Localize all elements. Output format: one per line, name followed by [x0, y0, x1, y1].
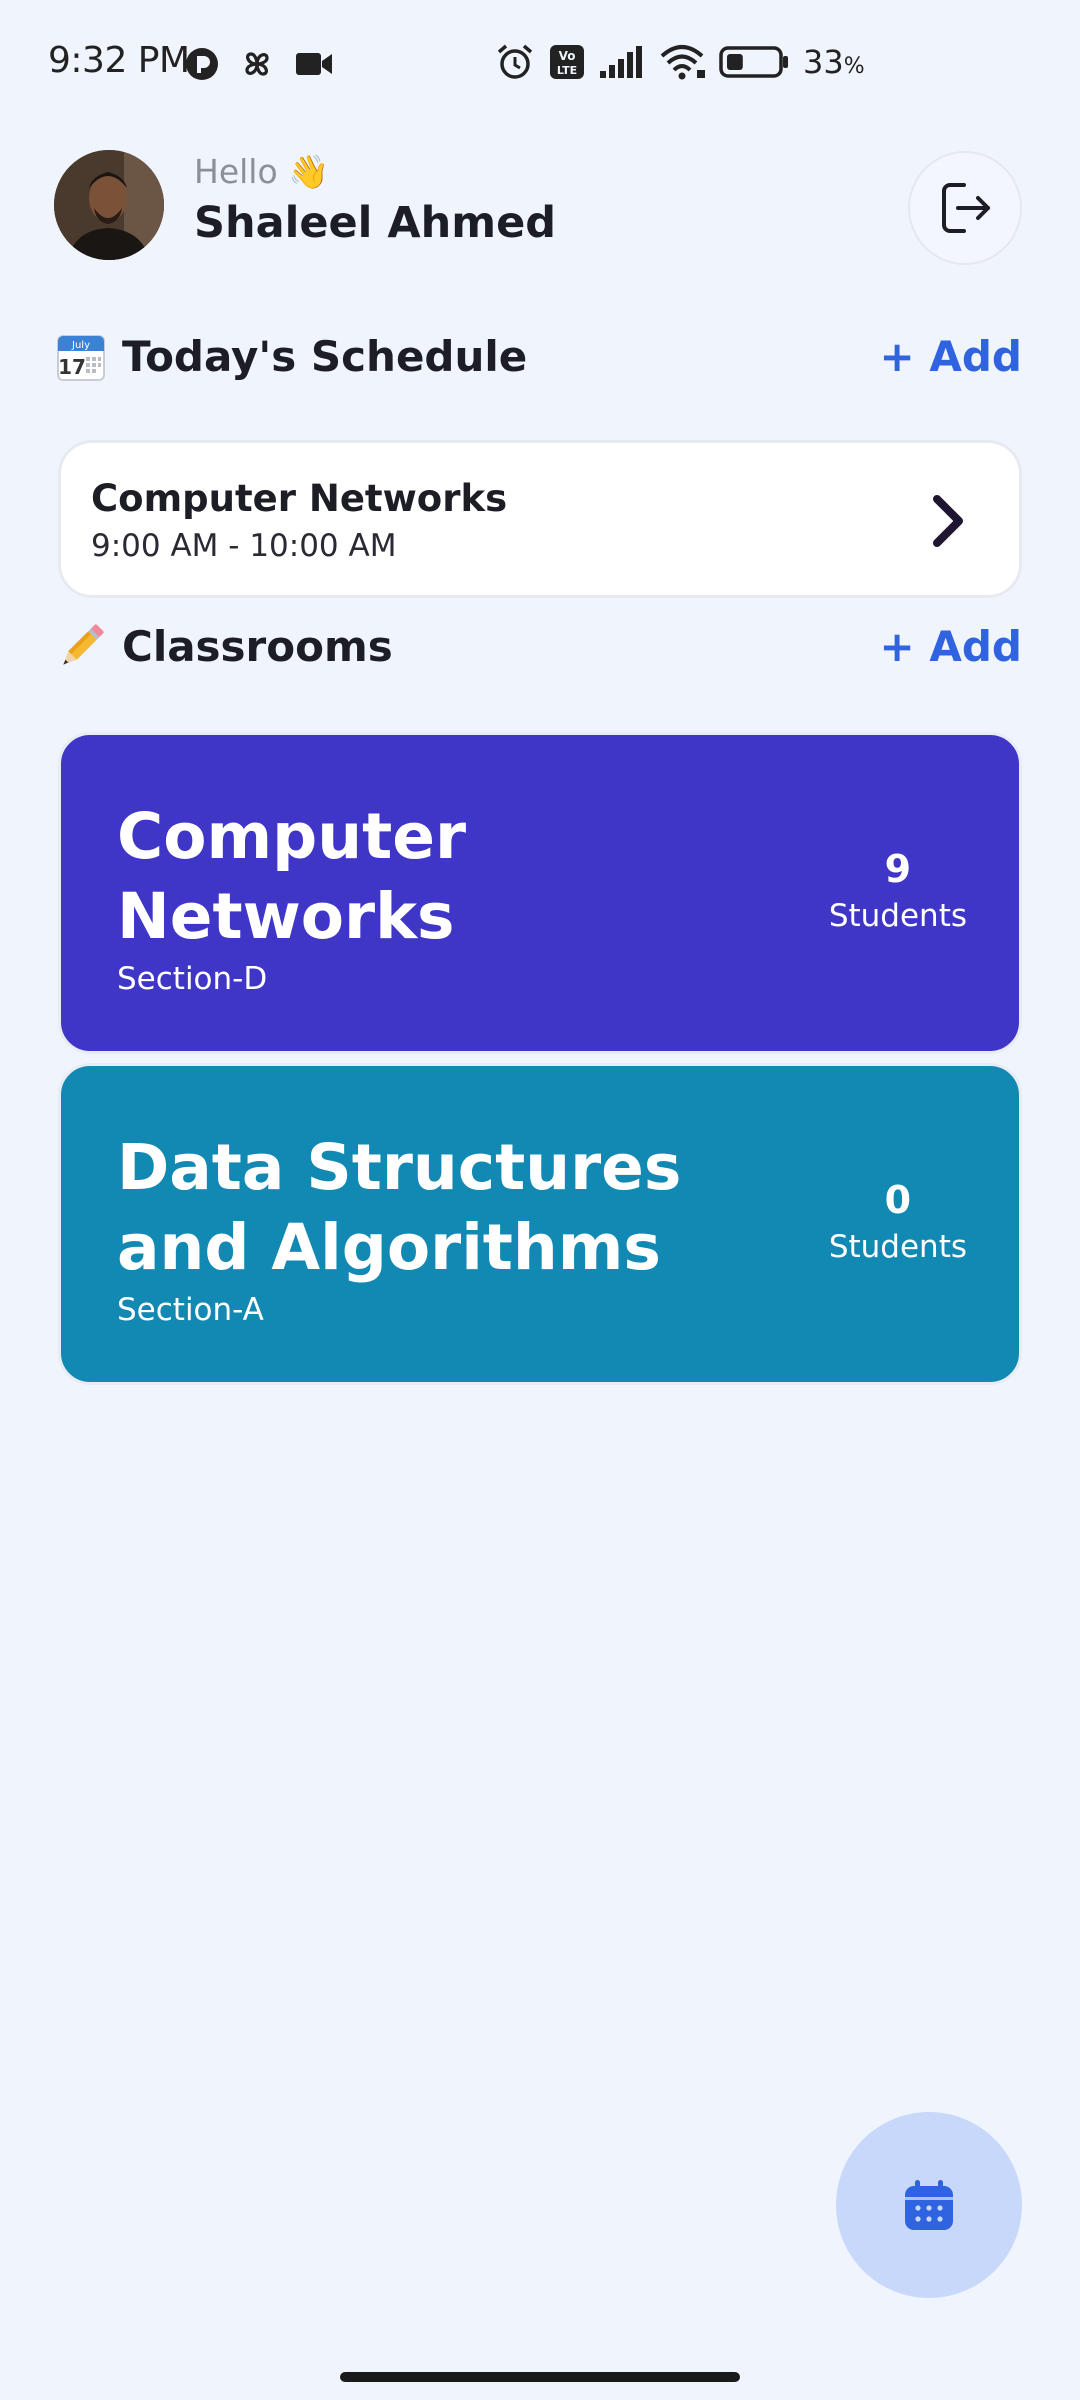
pencil-emoji-icon	[63, 624, 104, 665]
classroom-section: Section-D	[117, 961, 268, 997]
gesture-nav-handle[interactable]	[340, 2372, 740, 2382]
volte-icon: Vo LTE	[550, 45, 584, 79]
svg-text:LTE: LTE	[557, 64, 577, 77]
add-schedule-button[interactable]: + Add	[879, 332, 1022, 381]
status-time: 9:32 PM	[48, 40, 190, 81]
classroom-name: Data Structures and Algorithms	[117, 1131, 682, 1284]
add-classroom-button[interactable]: + Add	[879, 622, 1022, 671]
classrooms-section-header: Classrooms + Add	[56, 612, 1022, 682]
pinwheel-icon	[245, 52, 269, 76]
classroom-student-stats: 0 Students	[829, 1176, 967, 1270]
logout-icon	[942, 183, 990, 233]
svg-text:17: 17	[58, 355, 86, 379]
calendar-emoji-icon: July 17	[57, 335, 105, 381]
schedule-item[interactable]: Computer Networks 9:00 AM - 10:00 AM	[58, 440, 1022, 598]
chevron-right-icon	[933, 495, 963, 547]
classroom-card[interactable]: Computer Networks Section-D 9 Students	[58, 732, 1022, 1054]
svg-text:July: July	[71, 340, 90, 351]
signal-icon	[600, 46, 642, 78]
alarm-icon	[497, 44, 533, 79]
battery-percent: 33%	[803, 43, 865, 81]
classroom-student-stats: 9 Students	[829, 845, 967, 939]
schedule-section-header: July 17 Today's Schedule + Add	[56, 322, 1022, 392]
schedule-item-title: Computer Networks	[91, 477, 508, 520]
avatar-photo	[54, 150, 164, 260]
avatar[interactable]	[54, 150, 164, 260]
calendar-icon	[905, 2180, 953, 2230]
classroom-students-label: Students	[828, 1229, 967, 1265]
schedule-section-title: Today's Schedule	[122, 332, 528, 381]
battery-percent-unit: %	[843, 54, 865, 79]
classroom-student-count: 9	[884, 847, 912, 891]
calendar-fab-button[interactable]	[836, 2112, 1022, 2298]
app-badge-icon	[186, 48, 218, 80]
user-name: Shaleel Ahmed	[194, 198, 557, 248]
battery-icon	[719, 46, 788, 78]
classroom-card[interactable]: Data Structures and Algorithms Section-A…	[58, 1063, 1022, 1385]
classroom-section: Section-A	[117, 1292, 264, 1328]
profile-header: Hello 👋 Shaleel Ahmed	[54, 148, 1022, 268]
classroom-name: Computer Networks	[117, 800, 467, 953]
classroom-student-count: 0	[884, 1178, 912, 1222]
classroom-students-label: Students	[828, 898, 967, 934]
greeting-text: Hello 👋	[194, 152, 330, 191]
wifi-icon	[660, 45, 705, 80]
status-notification-icons	[185, 46, 333, 82]
schedule-item-time: 9:00 AM - 10:00 AM	[91, 528, 397, 564]
battery-percent-value: 33	[803, 43, 844, 81]
classrooms-section-title: Classrooms	[122, 622, 393, 671]
status-bar: 9:32 PM Vo LTE	[0, 0, 1080, 130]
svg-text:Vo: Vo	[559, 49, 576, 63]
status-system-icons: Vo LTE 33%	[495, 42, 865, 82]
logout-button[interactable]	[908, 151, 1022, 265]
video-camera-icon	[296, 53, 332, 75]
